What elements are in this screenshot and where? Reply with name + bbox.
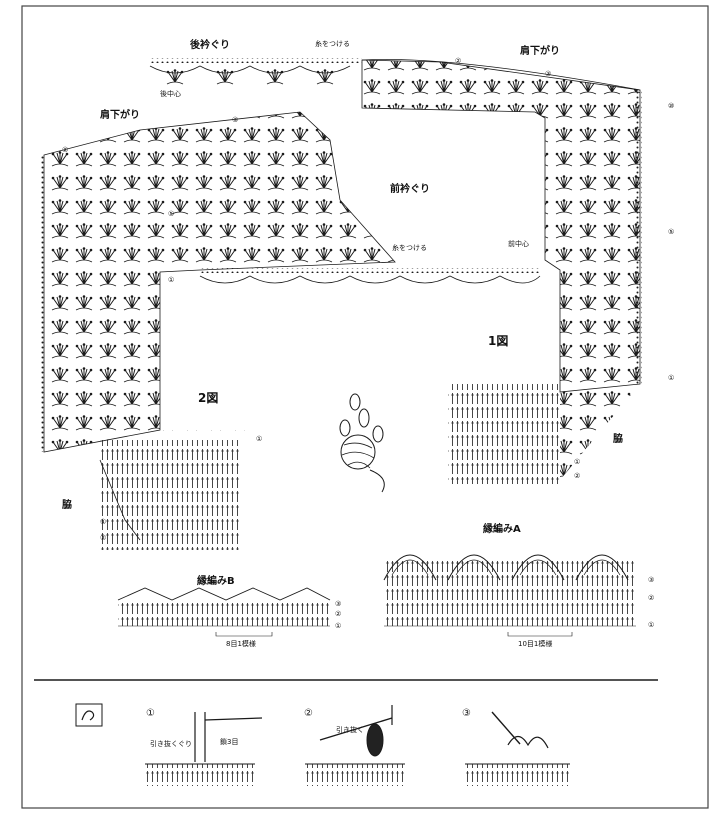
row-marker: ⑩ bbox=[668, 102, 674, 110]
row-marker: ② bbox=[455, 57, 461, 65]
row-marker: ② bbox=[648, 594, 654, 602]
step1-label-a: 引き抜くぐり bbox=[150, 739, 192, 748]
step1-illustration bbox=[145, 712, 263, 786]
step-number: ③ bbox=[462, 708, 471, 719]
step2-label: 引き抜く bbox=[336, 725, 364, 734]
fig1-body bbox=[361, 58, 642, 484]
row-marker: ③ bbox=[545, 70, 551, 78]
row-marker: ② bbox=[62, 146, 68, 154]
row-marker: ⑤ bbox=[168, 210, 174, 218]
row-marker: ③ bbox=[648, 576, 654, 584]
row-marker: ⑤ bbox=[668, 228, 674, 236]
edge-b-chart bbox=[117, 587, 331, 637]
row-marker: ① bbox=[168, 276, 174, 284]
row-marker: ② bbox=[574, 472, 580, 480]
shoulder-right-label: 肩下がり bbox=[520, 44, 560, 57]
edge-a-chart bbox=[383, 554, 636, 637]
step2-illustration bbox=[305, 705, 405, 786]
front-neck-label: 前衿ぐり bbox=[390, 182, 430, 195]
step3-illustration bbox=[465, 711, 570, 786]
front-center-label: 前中心 bbox=[508, 239, 529, 248]
back-neck-row bbox=[149, 58, 362, 85]
fig2-label: 2図 bbox=[198, 391, 218, 405]
row-marker: ③ bbox=[335, 600, 341, 608]
fig1-label: 1図 bbox=[488, 334, 508, 348]
row-marker: ① bbox=[668, 374, 674, 382]
row-marker: ② bbox=[100, 534, 106, 542]
step-number: ② bbox=[304, 708, 313, 719]
hook-icon bbox=[75, 703, 103, 727]
yarn-join-top-label: 糸をつける bbox=[315, 39, 350, 48]
row-marker: ① bbox=[648, 621, 654, 629]
row-marker: ③ bbox=[232, 116, 238, 124]
row-marker: ① bbox=[256, 435, 262, 443]
row-marker: ① bbox=[335, 622, 341, 630]
row-marker: ① bbox=[574, 458, 580, 466]
row-marker: ① bbox=[100, 518, 106, 526]
fig2-body bbox=[40, 111, 541, 550]
edge-b-label: 縁編みB bbox=[197, 574, 235, 587]
yarn-ball-icon bbox=[339, 393, 385, 493]
row-marker: ② bbox=[335, 610, 341, 618]
shoulder-left-label: 肩下がり bbox=[100, 108, 140, 121]
back-center-label: 後中心 bbox=[160, 89, 181, 98]
repeat-a-label: 10目1模様 bbox=[518, 639, 552, 648]
repeat-b-label: 8目1模様 bbox=[226, 639, 256, 648]
step1-label-b: 鎖3目 bbox=[220, 737, 238, 746]
yarn-join-mid-label: 糸をつける bbox=[392, 243, 427, 252]
edge-a-label: 縁編みA bbox=[483, 522, 521, 535]
back-neck-label: 後衿ぐり bbox=[190, 38, 230, 51]
step-number: ① bbox=[146, 708, 155, 719]
side-left-label: 脇 bbox=[62, 498, 72, 511]
side-right-label: 脇 bbox=[613, 432, 623, 445]
